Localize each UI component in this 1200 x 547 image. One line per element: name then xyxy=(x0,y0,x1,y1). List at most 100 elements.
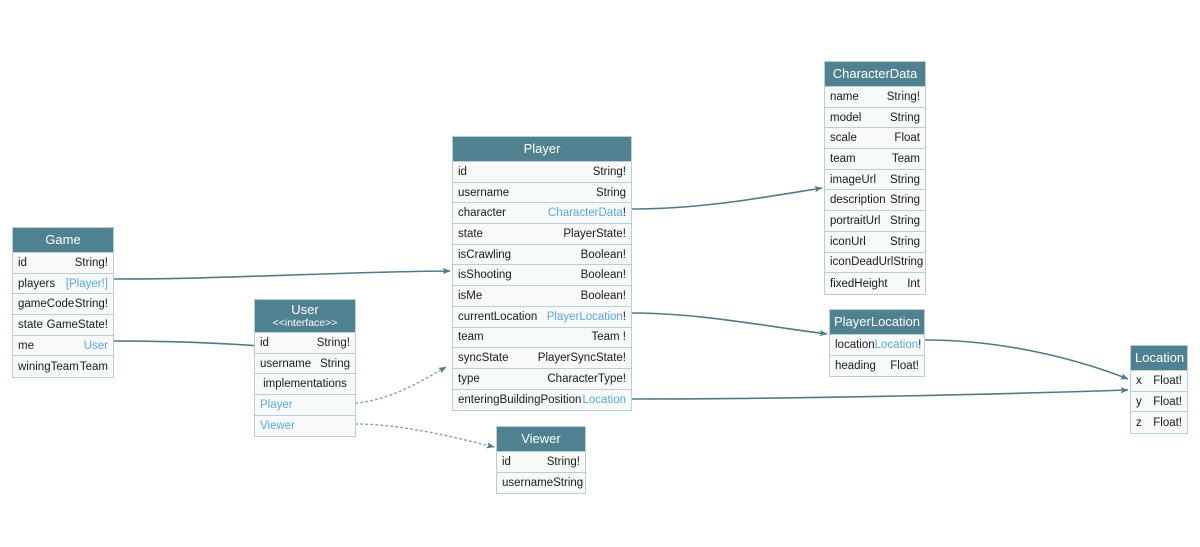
field-type-link[interactable]: Location! xyxy=(874,338,922,351)
table-row[interactable]: team Team xyxy=(825,149,925,170)
entity-location-title: Location xyxy=(1131,346,1187,371)
field-name: type xyxy=(458,372,480,385)
field-type-link[interactable]: User xyxy=(83,339,108,352)
field-type: Float xyxy=(894,132,920,145)
field-name: isShooting xyxy=(458,269,512,282)
field-name: team xyxy=(830,152,856,165)
implementations-header: implementations xyxy=(255,374,355,396)
field-name: isMe xyxy=(458,289,483,302)
table-row[interactable]: z Float! xyxy=(1131,412,1187,434)
field-type: String! xyxy=(592,165,626,178)
field-type: CharacterType! xyxy=(547,372,626,385)
field-name: currentLocation xyxy=(458,310,538,323)
table-row[interactable]: isShooting Boolean! xyxy=(453,265,631,287)
field-type: String xyxy=(889,214,920,227)
field-type: String! xyxy=(74,298,108,311)
table-row[interactable]: currentLocation PlayerLocation! xyxy=(453,306,631,328)
field-name: heading xyxy=(835,360,876,373)
edge-player-currentlocation-to-playerlocation xyxy=(631,312,828,337)
implementation-viewer[interactable]: Viewer xyxy=(255,415,355,437)
edge-playerlocation-location-to-location xyxy=(924,339,1129,380)
edge-player-character-to-characterdata xyxy=(631,186,823,210)
field-type: Float! xyxy=(1153,416,1182,429)
non-null-marker: ! xyxy=(622,310,626,323)
field-type: String xyxy=(893,256,924,269)
table-row[interactable]: portraitUrl String xyxy=(825,211,925,232)
field-type: Int xyxy=(907,277,920,290)
field-type: Team ! xyxy=(591,331,626,344)
field-type: String! xyxy=(316,336,350,349)
entity-user-name: User xyxy=(291,302,319,317)
field-type: Boolean! xyxy=(580,269,626,282)
entity-playerlocation-title: PlayerLocation xyxy=(830,310,924,335)
field-type: String! xyxy=(546,455,580,468)
field-name: id xyxy=(18,256,27,269)
field-type: Boolean! xyxy=(580,248,626,261)
field-name: username xyxy=(260,357,312,370)
table-row[interactable]: scale Float xyxy=(825,128,925,150)
entity-user-title: User <<interface>> xyxy=(255,300,355,333)
field-name: scale xyxy=(830,132,857,145)
field-type-link[interactable]: PlayerLocation! xyxy=(546,310,626,323)
field-type: String xyxy=(595,186,626,199)
field-name: location xyxy=(835,338,875,351)
field-name: z xyxy=(1136,416,1142,429)
field-type-link[interactable]: [Player!] xyxy=(65,277,108,290)
implementations-label: implementations xyxy=(263,378,347,391)
non-null-marker: ! xyxy=(622,207,626,220)
field-name: portraitUrl xyxy=(830,214,881,227)
table-row[interactable]: type CharacterType! xyxy=(453,368,631,390)
field-type: Team xyxy=(891,152,920,165)
entity-player-title: Player xyxy=(453,137,631,162)
field-name: state xyxy=(458,227,483,240)
field-name: username xyxy=(502,477,554,490)
field-name: description xyxy=(830,194,886,207)
field-type-link[interactable]: Location xyxy=(582,393,626,406)
implementation-player[interactable]: Player xyxy=(255,395,355,416)
field-type: Float! xyxy=(1153,374,1182,387)
field-type-link[interactable]: CharacterData! xyxy=(548,207,626,220)
field-type: String xyxy=(553,477,584,490)
entity-characterdata-title: CharacterData xyxy=(825,62,925,87)
table-row[interactable]: players[Player!] xyxy=(13,273,113,295)
implementation-name: Player xyxy=(260,398,293,411)
field-type: String xyxy=(889,235,920,248)
